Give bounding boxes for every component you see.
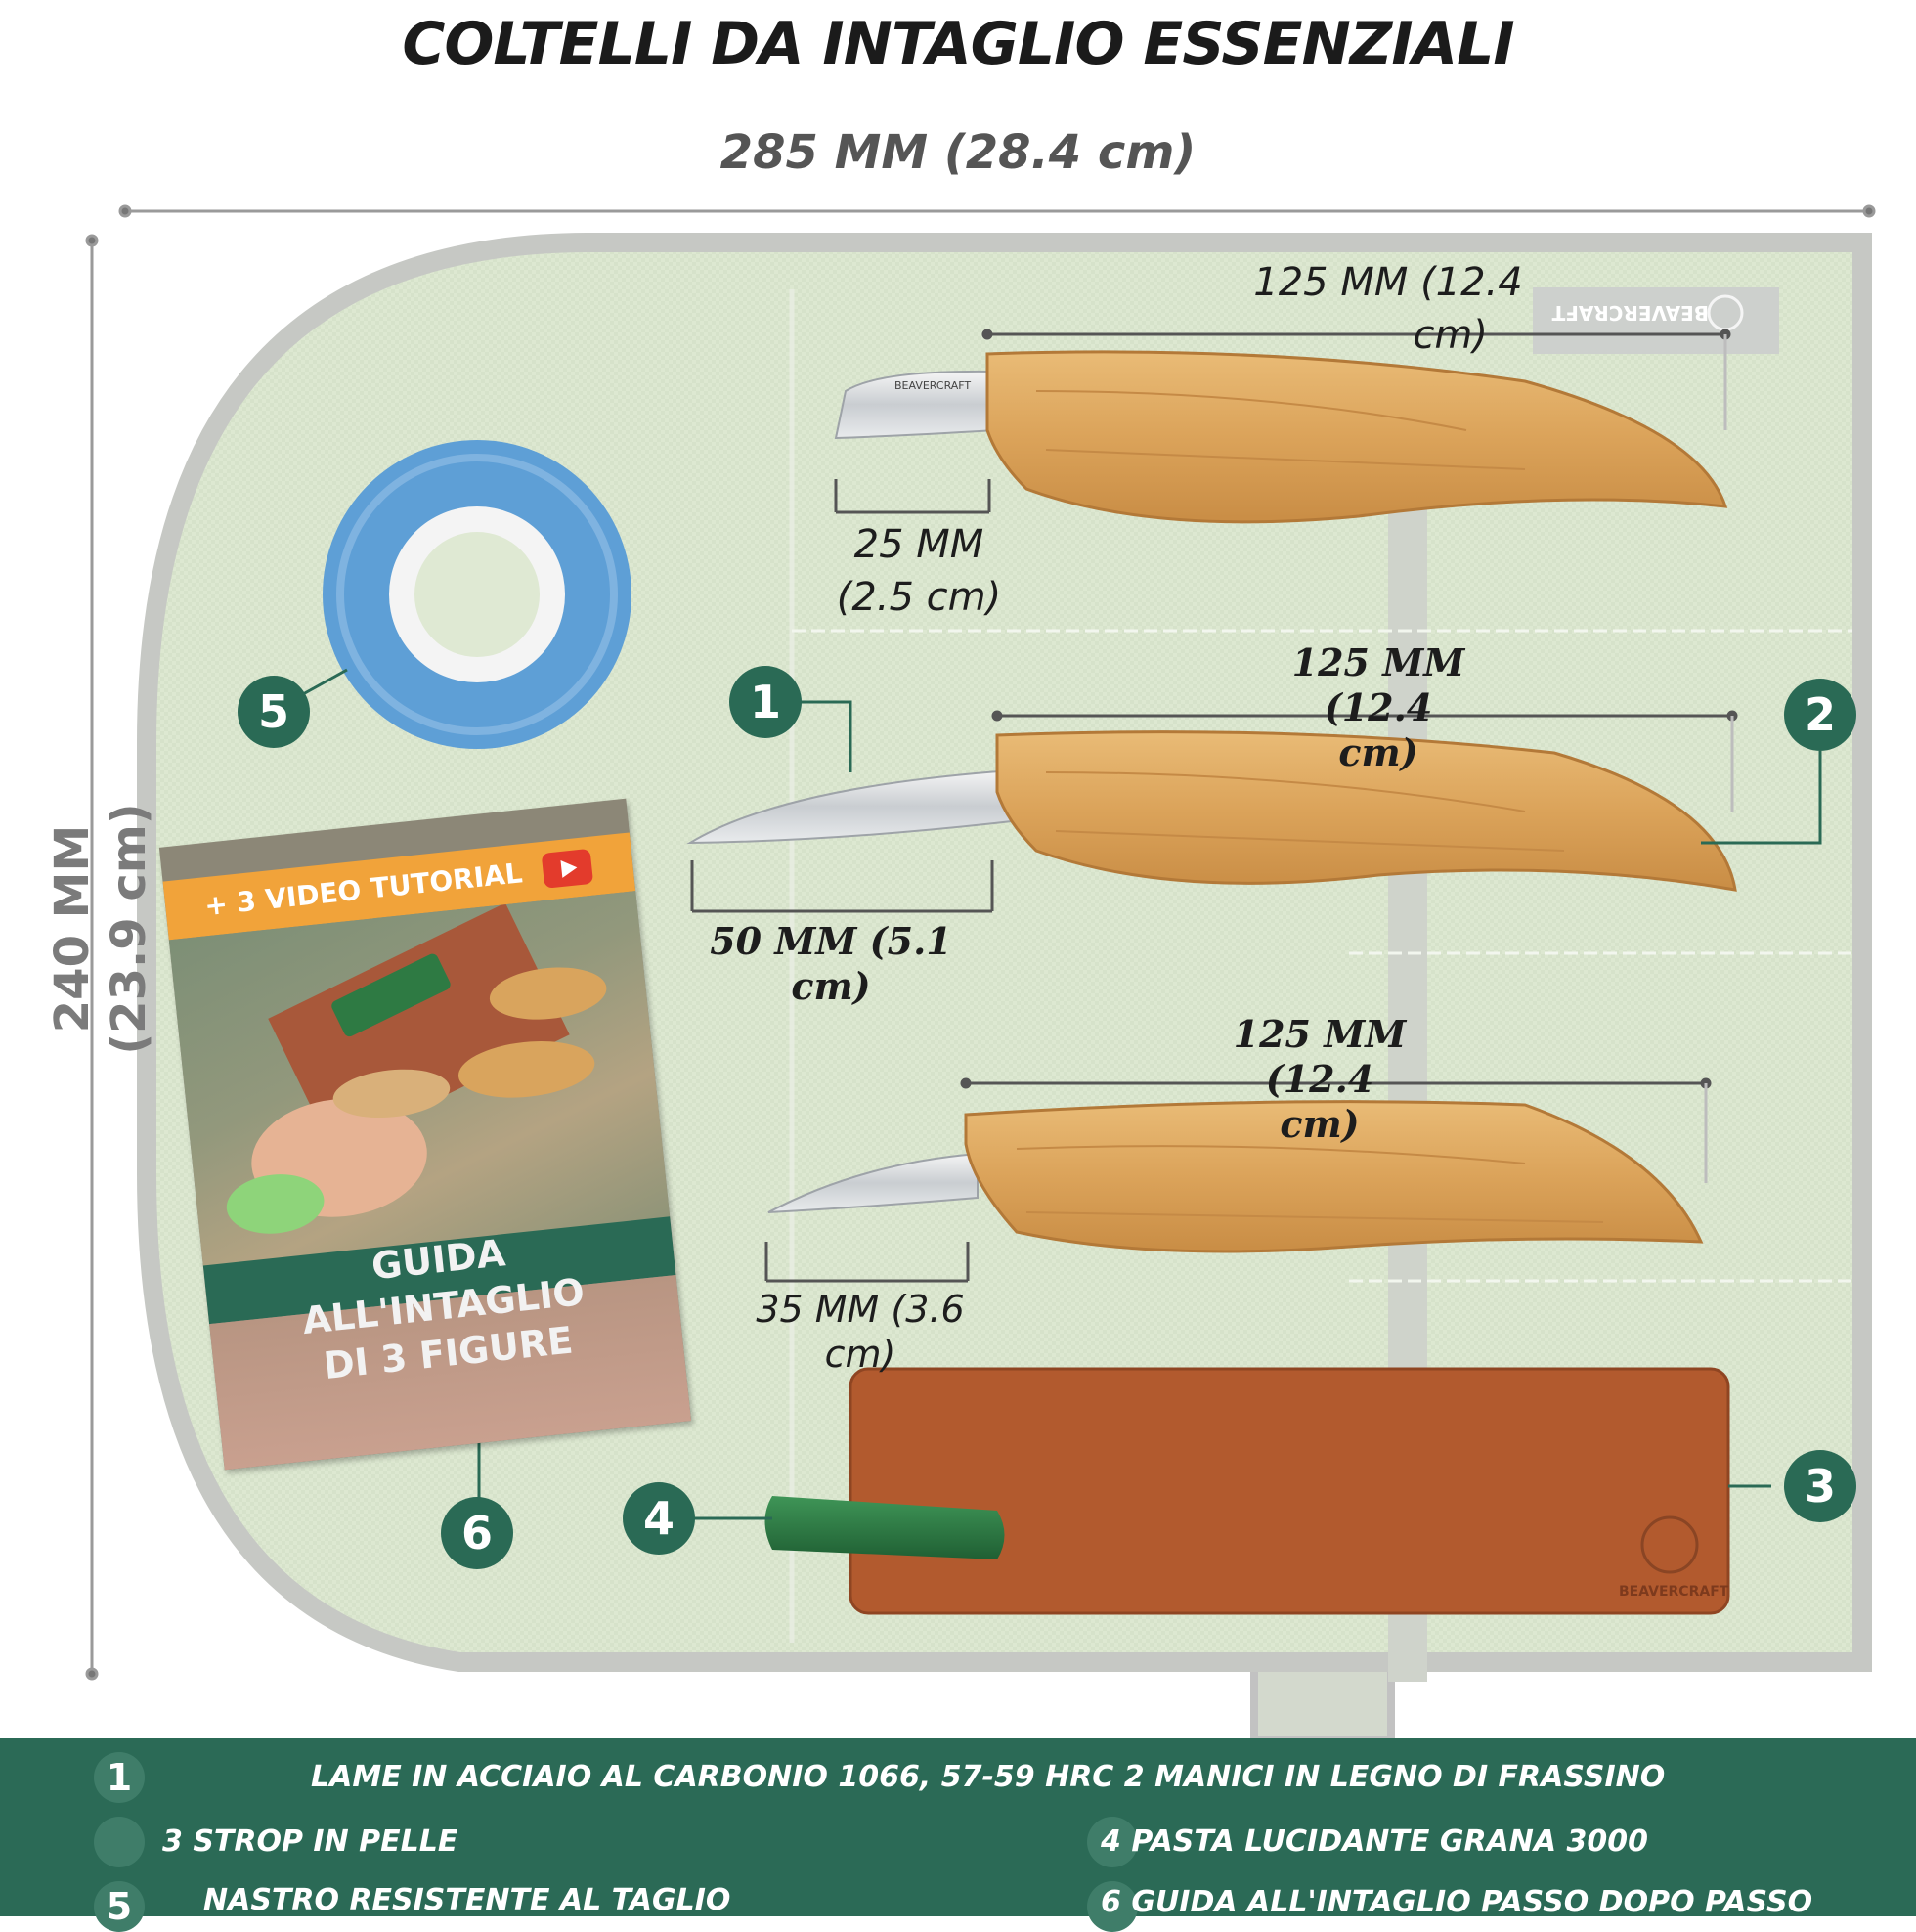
knife-3-blade-line1: 35 MM (3.6 — [756, 1288, 965, 1331]
footer-item-1-badge: 1 — [94, 1752, 145, 1803]
knife-3-blade-line2: cm) — [824, 1333, 896, 1376]
knife-1-handle-length: 125 MM (12.4 cm) — [1212, 256, 1564, 362]
blade-brand-mark: BEAVERCRAFT — [894, 379, 972, 392]
booklet-photo-art — [226, 902, 607, 1234]
knife-3-handle-line1: 125 MM (12.4 — [1233, 1012, 1407, 1101]
knife-3-handle-line2: cm) — [1280, 1102, 1360, 1146]
carving-guide-booklet: + 3 VIDEO TUTORIAL GUIDA ALL'INTAGLIO DI… — [158, 798, 692, 1471]
strop-brand-mark: BEAVERCRAFT — [1619, 1584, 1729, 1600]
width-dimension-label: 285 MM (28.4 cm) — [719, 125, 1197, 180]
polishing-wax — [764, 1496, 1005, 1559]
callout-6-badge: 6 — [441, 1497, 513, 1569]
knife-1-handle-line2: cm) — [1413, 313, 1488, 358]
height-dimension-line — [85, 234, 99, 1681]
booklet-photo — [168, 891, 671, 1271]
callout-connectors — [302, 668, 1822, 1520]
knife-1-blade-length: 25 MM (2.5 cm) — [811, 518, 1026, 624]
height-dimension-label: 240 MM (23.9 cm) — [44, 763, 157, 1095]
tape-roll — [323, 440, 631, 749]
knife-2-blade-line2: cm) — [791, 964, 871, 1008]
brand-label-tag: BEAVERCRAFT — [1551, 301, 1709, 325]
footer-item-3-text: 3 STROP IN PELLE — [162, 1824, 458, 1859]
footer-item-6-text: 6 GUIDA ALL'INTAGLIO PASSO DOPO PASSO — [1101, 1885, 1813, 1919]
height-dimension-line1: 240 MM — [45, 824, 100, 1033]
callout-1-badge: 1 — [729, 666, 802, 738]
callout-4-badge: 4 — [623, 1482, 695, 1555]
callout-3-badge: 3 — [1784, 1450, 1856, 1522]
knife-3-handle-length: 125 MM (12.4 cm) — [1173, 1012, 1466, 1147]
leather-strop — [849, 1367, 1730, 1615]
footer-item-1-text: LAME IN ACCIAIO AL CARBONIO 1066, 57-59 … — [311, 1760, 1666, 1794]
callout-2-badge: 2 — [1784, 679, 1856, 751]
knife-3 — [767, 1100, 1704, 1253]
knife-2-handle-length: 125 MM (12.4 cm) — [1232, 640, 1525, 775]
footer-item-4-text: 4 PASTA LUCIDANTE GRANA 3000 — [1101, 1824, 1649, 1859]
knife-1 — [834, 350, 1728, 524]
footer-item-5-text: NASTRO RESISTENTE AL TAGLIO — [203, 1883, 731, 1917]
footer-item-5-badge: 5 — [94, 1881, 145, 1932]
callout-5-badge: 5 — [238, 676, 310, 748]
footer-item-4-badge — [1087, 1817, 1138, 1867]
footer-item-3-badge — [94, 1817, 145, 1867]
measure-lines — [690, 329, 1738, 1283]
page-title: COLTELLI DA INTAGLIO ESSENZIALI — [402, 10, 1514, 78]
video-play-icon — [541, 848, 594, 889]
knife-2-handle-line1: 125 MM (12.4 — [1291, 640, 1465, 729]
height-dimension-line2: (23.9 cm) — [102, 803, 156, 1055]
knife-2-blade-length: 50 MM (5.1 cm) — [694, 919, 968, 1009]
width-dimension-line — [118, 204, 1876, 218]
knife-1-blade-line2: (2.5 cm) — [836, 575, 1002, 620]
knife-1-handle-line1: 125 MM (12.4 — [1253, 260, 1523, 305]
knife-2-blade-line1: 50 MM (5.1 — [710, 919, 952, 963]
knife-3-blade-length: 35 MM (3.6 cm) — [723, 1287, 997, 1377]
knife-2 — [686, 730, 1737, 892]
knife-1-blade-line1: 25 MM — [853, 522, 984, 567]
knife-2-handle-line2: cm) — [1338, 730, 1418, 774]
features-footer: 1 LAME IN ACCIAIO AL CARBONIO 1066, 57-5… — [0, 1738, 1916, 1932]
